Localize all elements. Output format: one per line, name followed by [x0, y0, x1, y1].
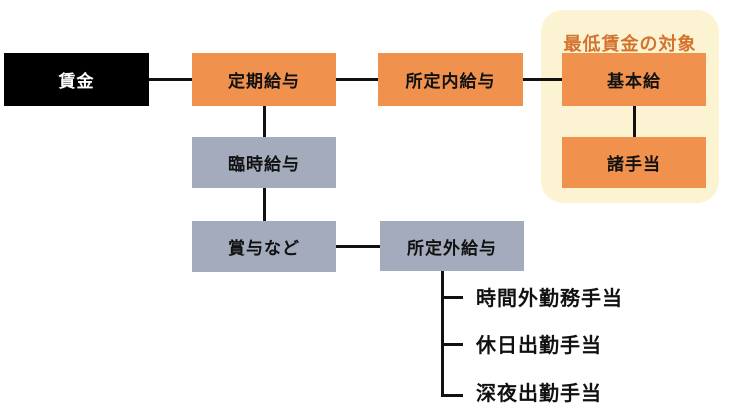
connector-shoteigai-stem — [441, 271, 444, 397]
node-allowances: 諸手当 — [562, 137, 706, 188]
connector-kihonkyu-to-shoteate — [633, 106, 636, 137]
connector-tick-latenight — [441, 394, 463, 397]
connector-shoyo-to-shoteigai — [336, 245, 380, 248]
connector-root-to-teiki — [149, 78, 192, 81]
leaf-latenight-work-allowance: 深夜出勤手当 — [476, 381, 602, 405]
connector-shoteinai-to-kihonkyu — [523, 78, 562, 81]
node-unscheduled-pay: 所定外給与 — [380, 221, 524, 271]
connector-tick-holiday — [441, 343, 463, 346]
connector-rinji-to-shoyo — [263, 188, 266, 221]
connector-teiki-to-shoteinai — [336, 78, 378, 81]
connector-teiki-to-rinji — [263, 106, 266, 137]
minimum-wage-group-title: 最低賃金の対象 — [563, 34, 697, 55]
node-temporary-pay: 臨時給与 — [192, 137, 336, 188]
leaf-holiday-work-allowance: 休日出勤手当 — [476, 333, 602, 357]
node-scheduled-pay: 所定内給与 — [378, 53, 523, 106]
node-wages: 賃金 — [4, 53, 149, 106]
node-base-pay: 基本給 — [562, 53, 706, 106]
node-regular-pay: 定期給与 — [192, 53, 336, 106]
leaf-overtime-allowance: 時間外勤務手当 — [476, 286, 623, 310]
connector-tick-overtime — [441, 296, 463, 299]
node-bonus: 賞与など — [192, 221, 336, 272]
